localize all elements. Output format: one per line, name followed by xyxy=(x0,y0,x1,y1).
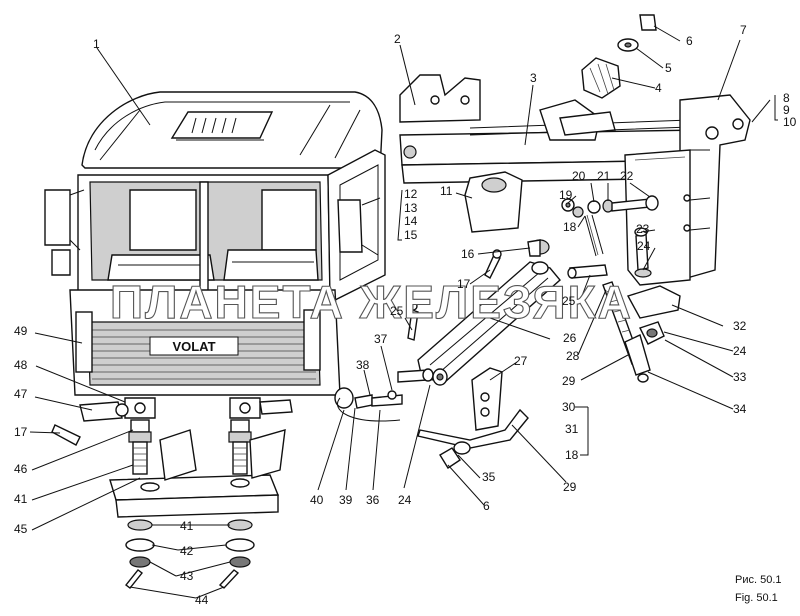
callout-15: 15 xyxy=(404,228,418,242)
callout-43: 43 xyxy=(180,569,194,583)
callout-39: 39 xyxy=(339,493,353,507)
callout-18a: 18 xyxy=(563,220,577,234)
callout-45: 45 xyxy=(14,522,28,536)
callout-12: 12 xyxy=(404,187,418,201)
callout-26: 26 xyxy=(563,331,577,345)
caption-en: Fig. 50.1 xyxy=(735,592,778,604)
callout-48: 48 xyxy=(14,358,28,372)
callout-3: 3 xyxy=(530,71,537,85)
callout-36: 36 xyxy=(366,493,380,507)
callout-34: 34 xyxy=(733,402,747,416)
callout-9: 9 xyxy=(783,103,790,117)
callout-7: 7 xyxy=(740,23,747,37)
callout-18b: 18 xyxy=(565,448,579,462)
callout-6b: 6 xyxy=(483,499,490,513)
callout-33: 33 xyxy=(733,370,747,384)
watermark-text: ПЛАНЕТА ЖЕЛЕЗЯКА xyxy=(110,276,633,328)
callout-47: 47 xyxy=(14,387,28,401)
callout-24a: 24 xyxy=(637,239,651,253)
callout-19: 19 xyxy=(559,188,573,202)
fasteners-top xyxy=(581,14,657,99)
leader-lines xyxy=(29,25,778,599)
callout-27: 27 xyxy=(514,354,528,368)
callout-8: 8 xyxy=(783,91,790,105)
caption-ru: Рис. 50.1 xyxy=(735,574,782,586)
callout-17a: 17 xyxy=(457,277,471,291)
grille-badge: VOLAT xyxy=(172,339,215,354)
callout-32: 32 xyxy=(733,319,747,333)
callout-10: 10 xyxy=(783,115,797,129)
callout-25a: 25 xyxy=(390,304,404,318)
callout-38: 38 xyxy=(356,358,370,372)
callout-24c: 24 xyxy=(398,493,412,507)
callout-44: 44 xyxy=(195,593,209,607)
callout-41a: 41 xyxy=(14,492,28,506)
callout-13: 13 xyxy=(404,201,418,215)
callout-20: 20 xyxy=(572,169,586,183)
callout-46: 46 xyxy=(14,462,28,476)
callout-14: 14 xyxy=(404,214,418,228)
callout-35: 35 xyxy=(482,470,496,484)
callout-16: 16 xyxy=(461,247,475,261)
callout-2: 2 xyxy=(394,32,401,46)
callout-6: 6 xyxy=(686,34,693,48)
callout-31: 31 xyxy=(565,422,579,436)
callout-29b: 29 xyxy=(563,480,577,494)
callout-1: 1 xyxy=(93,37,100,51)
callout-37: 37 xyxy=(374,332,388,346)
callout-28: 28 xyxy=(566,349,580,363)
callout-24b: 24 xyxy=(733,344,747,358)
callout-5: 5 xyxy=(665,61,672,75)
callout-30: 30 xyxy=(562,400,576,414)
callout-29a: 29 xyxy=(562,374,576,388)
callout-23: 23 xyxy=(636,222,650,236)
middle-parts xyxy=(334,171,681,469)
callout-40: 40 xyxy=(310,493,324,507)
callout-22: 22 xyxy=(620,169,634,183)
cab: VOLAT xyxy=(44,91,386,419)
callout-42: 42 xyxy=(180,544,194,558)
callout-11: 11 xyxy=(440,184,453,198)
callout-4: 4 xyxy=(655,81,662,95)
callout-25b: 25 xyxy=(562,294,576,308)
callout-49: 49 xyxy=(14,324,28,338)
front-mounts xyxy=(51,399,293,589)
callout-41b: 41 xyxy=(180,519,194,533)
callout-21: 21 xyxy=(597,169,611,183)
callout-17b: 17 xyxy=(14,425,28,439)
